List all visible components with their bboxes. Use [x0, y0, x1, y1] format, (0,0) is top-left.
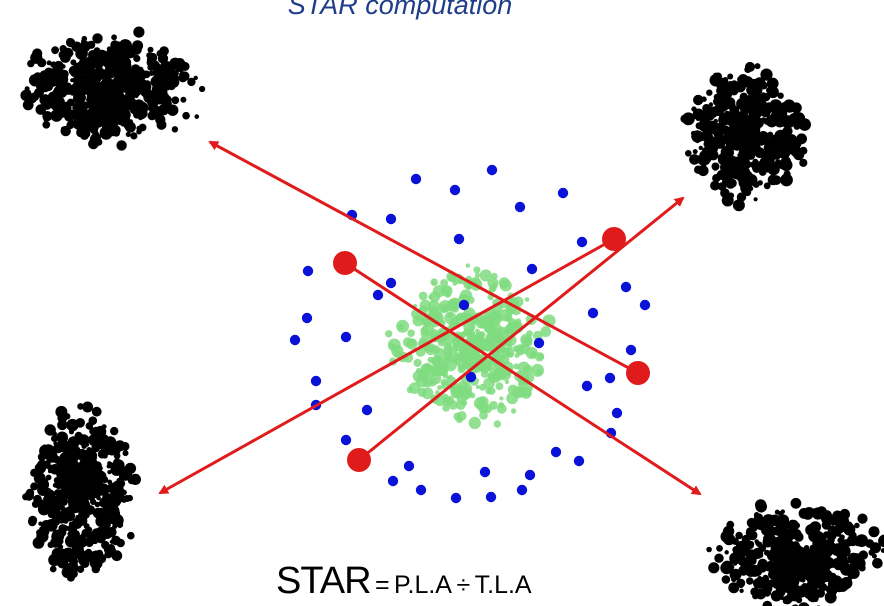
sample-point: [403, 460, 415, 472]
sample-point: [385, 213, 397, 225]
sample-point: [310, 375, 322, 387]
sample-point: [458, 299, 470, 311]
sample-point: [604, 372, 616, 384]
arrow-origin-point: [347, 448, 371, 472]
sample-point: [340, 331, 352, 343]
sample-point: [340, 434, 352, 446]
cell-bottom-left-icon: [22, 401, 141, 582]
sample-point: [387, 475, 399, 487]
arrow-to-bottom-right: [344, 261, 702, 496]
formula-star-label: STAR: [276, 560, 372, 602]
sample-point: [372, 289, 384, 301]
sample-point: [361, 404, 373, 416]
sample-point: [385, 277, 397, 289]
sample-point: [526, 263, 538, 275]
formula-tla: T.L.A: [474, 571, 532, 599]
sample-point: [514, 201, 526, 213]
sample-point: [516, 484, 528, 496]
sample-point: [625, 344, 637, 356]
sample-point: [302, 265, 314, 277]
sample-point: [449, 184, 461, 196]
arrow-to-top-right: [358, 196, 685, 462]
sample-point: [465, 371, 477, 383]
arrow-to-bottom-left: [158, 237, 615, 495]
sample-point: [524, 469, 536, 481]
sample-point: [453, 233, 465, 245]
formula-pla: P.L.A: [394, 571, 452, 599]
sample-point: [581, 380, 593, 392]
sample-point: [486, 164, 498, 176]
arrow-origin-point: [333, 251, 357, 275]
sample-point: [587, 307, 599, 319]
sample-point: [450, 492, 462, 504]
formula-divide: ÷: [456, 571, 471, 599]
sample-point: [550, 446, 562, 458]
sample-point: [533, 337, 545, 349]
sample-point: [620, 281, 632, 293]
star-formula: STAR = P.L.A ÷ T.L.A: [276, 560, 532, 603]
sample-point: [573, 455, 585, 467]
sample-point: [611, 407, 623, 419]
sample-point: [639, 299, 651, 311]
sample-point: [415, 484, 427, 496]
page-title: STAR computation: [287, 0, 513, 20]
sample-point: [557, 187, 569, 199]
sample-point: [576, 236, 588, 248]
arrow-origin-point: [602, 227, 626, 251]
sample-point: [301, 312, 313, 324]
arrow-to-top-left: [208, 140, 639, 375]
arrow-origin-point: [626, 361, 650, 385]
sample-point: [485, 491, 497, 503]
formula-equals: =: [374, 571, 390, 599]
cell-top-right-icon: [680, 61, 811, 212]
cell-top-left-icon: [20, 26, 206, 151]
sample-point: [289, 334, 301, 346]
sample-point: [410, 173, 422, 185]
sample-point: [479, 466, 491, 478]
cell-bottom-right-icon: [706, 497, 884, 606]
